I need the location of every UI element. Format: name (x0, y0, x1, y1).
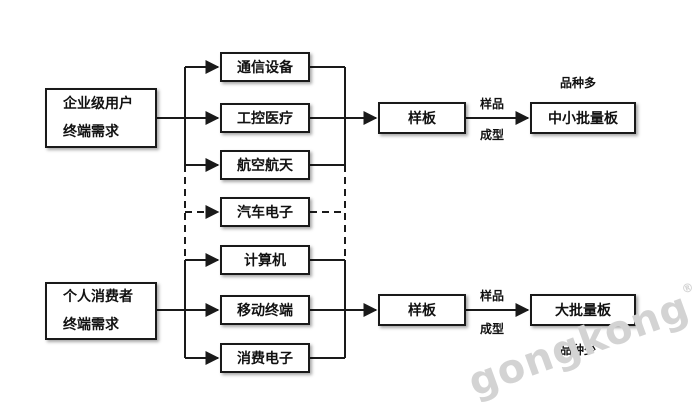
app-box-comm: 通信设备 (220, 52, 310, 82)
enterprise-demand-box: 企业级用户 终端需求 (45, 88, 157, 148)
label-bottom-forming: 成型 (480, 322, 505, 336)
label-top-sample: 样品 (480, 97, 505, 111)
sample-label-bottom: 样板 (408, 303, 436, 319)
label-bottom-sample: 样品 (480, 289, 505, 303)
consumer-line1: 个人消费者 (63, 289, 133, 305)
enterprise-line2: 终端需求 (63, 124, 119, 140)
app-label-mobile: 移动终端 (237, 303, 293, 319)
output-label-high-volume: 大批量板 (555, 303, 611, 319)
app-label-automotive: 汽车电子 (237, 205, 293, 221)
app-box-automotive: 汽车电子 (220, 197, 310, 227)
output-label-mid-volume: 中小批量板 (548, 111, 618, 127)
label-top-variety: 品种多 (560, 76, 597, 90)
app-box-industrial: 工控医疗 (220, 103, 310, 133)
app-box-computer: 计算机 (220, 245, 310, 275)
app-box-consumer-electronics: 消费电子 (220, 343, 310, 373)
consumer-line2: 终端需求 (63, 317, 119, 333)
label-bottom-variety: 品种少 (560, 343, 597, 357)
app-label-computer: 计算机 (244, 253, 286, 269)
output-box-mid-volume: 中小批量板 (530, 102, 636, 134)
consumer-demand-box: 个人消费者 终端需求 (45, 282, 157, 340)
label-top-forming: 成型 (480, 128, 505, 142)
automotive-dashed-links (184, 165, 346, 260)
app-label-industrial: 工控医疗 (237, 111, 293, 127)
enterprise-line1: 企业级用户 (63, 96, 133, 112)
app-box-aerospace: 航空航天 (220, 150, 310, 180)
app-label-consumer-electronics: 消费电子 (237, 351, 293, 367)
app-label-aerospace: 航空航天 (237, 158, 293, 174)
output-box-high-volume: 大批量板 (530, 294, 636, 326)
sample-box-bottom: 样板 (378, 294, 466, 326)
app-label-comm: 通信设备 (237, 60, 293, 76)
sample-box-top: 样板 (378, 102, 466, 134)
app-box-mobile: 移动终端 (220, 295, 310, 325)
sample-label-top: 样板 (408, 111, 436, 127)
